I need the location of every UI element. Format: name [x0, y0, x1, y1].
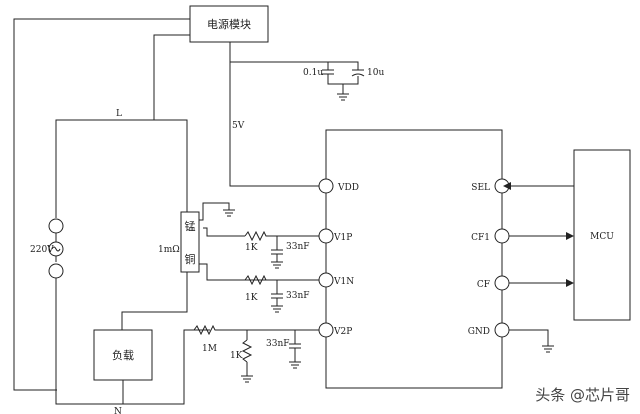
pin-sel-label: SEL [471, 183, 490, 193]
mcu-signal-wires [503, 182, 574, 353]
mcu-block: MCU [573, 149, 631, 321]
c2-label: 33nF [286, 291, 310, 301]
load-label: 负载 [112, 348, 134, 362]
pin-vdd [318, 178, 334, 194]
live-label: L [116, 109, 122, 119]
shunt-bottom-label: 铜 [185, 252, 196, 266]
pin-v2p [318, 322, 334, 338]
decoupling-caps: 0.1u 10u [230, 61, 384, 101]
pin-cf1-label: CF1 [471, 233, 490, 243]
ac-voltage-label: 220V [30, 245, 54, 255]
pin-vdd-label: VDD [337, 183, 359, 193]
shunt-resistor: 锰 铜 1mΩ [158, 202, 319, 281]
metering-ic: VDD V1P V1N V2P SEL CF1 CF GND [318, 129, 510, 389]
watermark-text: 头条 @芯片哥 [535, 386, 630, 404]
pin-cf-label: CF [477, 280, 490, 290]
power-module-label: 电源模块 [207, 17, 251, 31]
load-block: 负载 [93, 329, 153, 404]
vdd-supply-wire: 5V [229, 42, 319, 187]
pin-v1n-label: V1N [333, 277, 354, 287]
v1n-filter: 1K 33nF [244, 274, 310, 313]
c1-label: 33nF [286, 242, 310, 252]
mcu-label: MCU [590, 232, 614, 242]
r1-label: 1K [245, 243, 258, 253]
pin-v2p-label: V2P [333, 327, 352, 337]
pin-cf [494, 275, 510, 291]
r4-label: 1K [230, 351, 243, 361]
pin-v1p-label: V1P [333, 233, 352, 243]
pin-v1p [318, 228, 334, 244]
pin-gnd-label: GND [468, 327, 490, 337]
r3-label: 1M [202, 344, 217, 354]
neutral-label: N [114, 407, 122, 414]
v1p-filter: 1K 33nF [244, 230, 319, 269]
pin-v1n [318, 272, 334, 288]
shunt-top-label: 锰 [185, 219, 196, 233]
shunt-feed-wire [121, 119, 188, 330]
ac-source: 220V [30, 218, 64, 390]
cap-a-label: 0.1u [303, 68, 323, 78]
r2-label: 1K [245, 293, 258, 303]
v2p-divider: 1M 1K 33nF [193, 324, 319, 383]
power-module-block: 电源模块 [189, 5, 269, 43]
pin-gnd [494, 322, 510, 338]
neutral-wire: N [55, 329, 210, 414]
supply-5v-label: 5V [232, 121, 245, 131]
cap-b-label: 10u [367, 68, 384, 78]
cf-arrow [566, 279, 574, 287]
sel-arrow [503, 182, 511, 190]
pin-cf1 [494, 228, 510, 244]
c3-label: 33nF [266, 339, 290, 349]
shunt-value-label: 1mΩ [158, 245, 180, 255]
cf1-arrow [566, 232, 574, 240]
